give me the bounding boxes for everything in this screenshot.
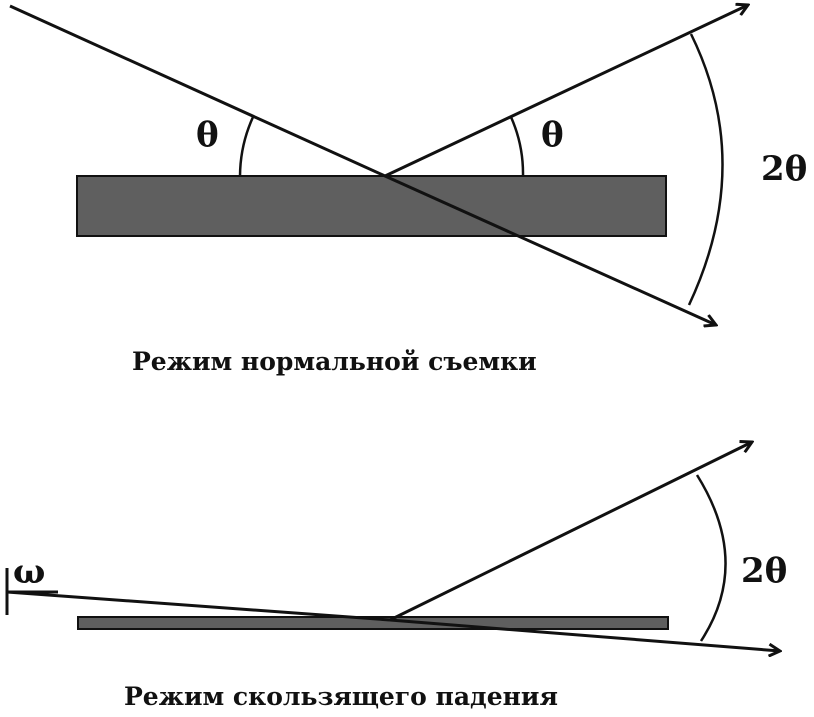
theta-label-right: θ: [541, 115, 564, 155]
two-theta-label: 2θ: [761, 149, 807, 189]
theta-label-left: θ: [196, 115, 219, 155]
transmitted-beam: [384, 174, 716, 325]
sample-plate: [76, 175, 667, 237]
sample-plate-thin: [77, 616, 669, 630]
diffracted-beam-grazing: [389, 442, 752, 622]
normal-mode-diagram: θ θ 2θ Режим нормальной съемки: [9, 4, 807, 376]
caption-grazing: Режим скользящего падения: [124, 682, 558, 711]
transmitted-beam-grazing: [389, 618, 780, 651]
incident-beam-grazing: [6, 590, 391, 622]
grazing-mode-diagram: ω 2θ Режим скользящего падения: [5, 442, 787, 711]
incident-beam: [9, 4, 386, 178]
angle-arc-left: [238, 116, 255, 177]
diffracted-beam: [384, 5, 748, 178]
angle-arc-right: [509, 116, 525, 177]
angle-arc-2theta-grazing: [695, 474, 727, 642]
caption-normal: Режим нормальной съемки: [132, 347, 537, 376]
angle-arc-2theta: [687, 33, 724, 306]
omega-label: ω: [13, 552, 45, 592]
two-theta-label-grazing: 2θ: [741, 551, 787, 591]
